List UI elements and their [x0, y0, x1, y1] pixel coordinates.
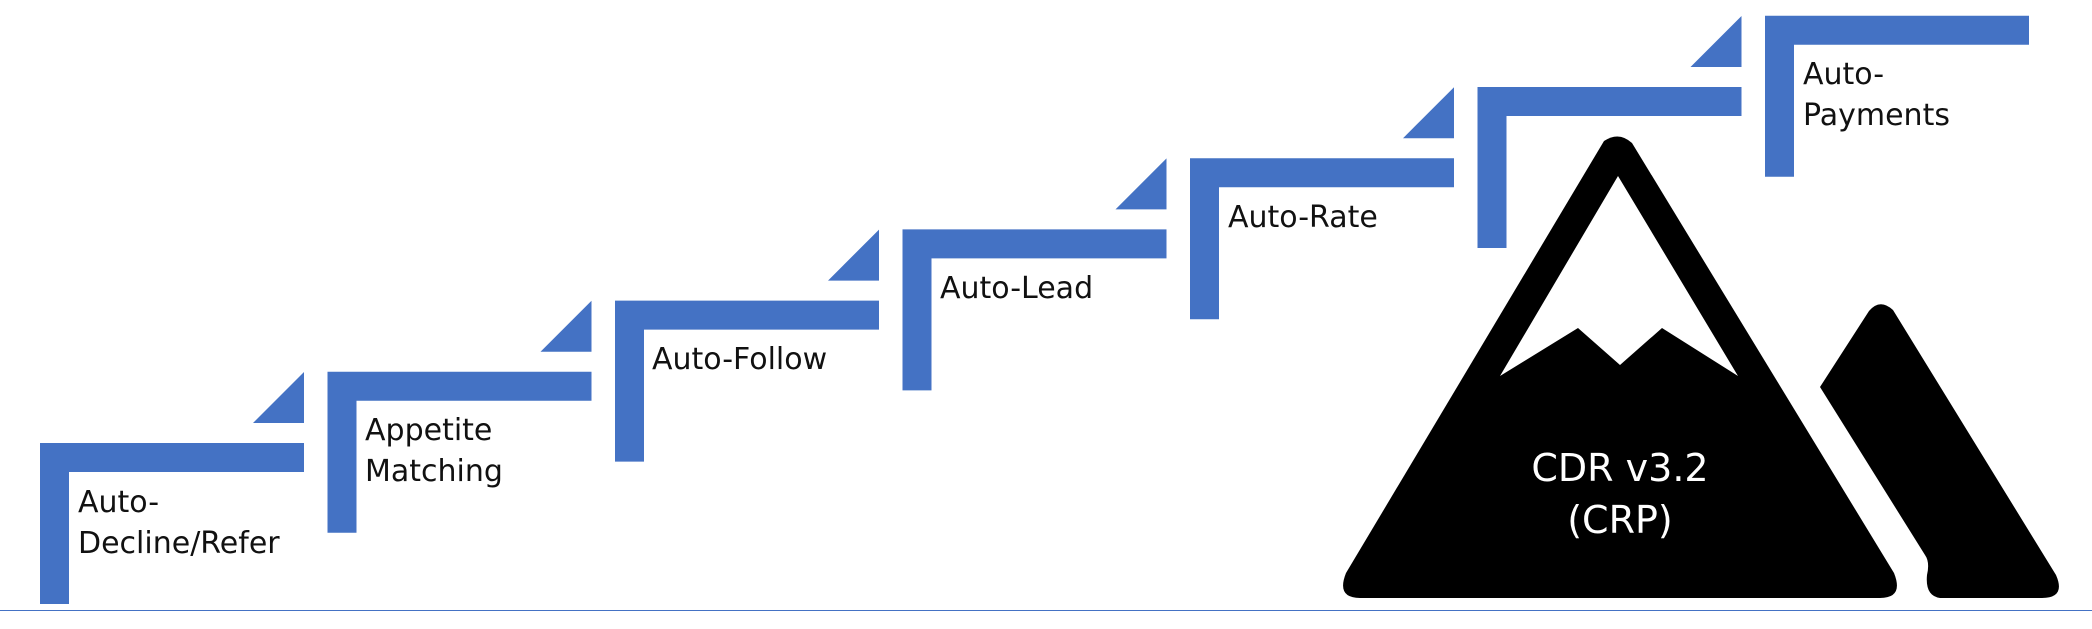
baseline-rule — [0, 610, 2092, 611]
side-mountain-icon — [1820, 304, 2059, 598]
step-bracket — [615, 300, 879, 462]
step-connector-triangle — [828, 229, 879, 281]
step-bracket — [1477, 87, 1742, 248]
step-label-auto-payments: Auto-Payments — [1803, 57, 1950, 133]
step-bracket — [902, 229, 1167, 391]
step-label-auto-rate: Auto-Rate — [1228, 200, 1378, 235]
step-connector-triangle — [1115, 158, 1167, 210]
step-bracket — [1765, 15, 2029, 177]
step-7 — [1765, 15, 2029, 177]
step-bracket — [327, 371, 592, 533]
snow-cap-icon — [1500, 176, 1738, 376]
step-2 — [327, 300, 592, 533]
step-connector-triangle — [1690, 16, 1742, 67]
step-bracket — [1190, 158, 1454, 320]
step-connector-triangle — [1403, 87, 1454, 139]
step-label-auto-decline-refer: Auto-Decline/Refer — [78, 485, 280, 561]
step-label-auto-lead: Auto-Lead — [940, 271, 1094, 306]
step-5 — [1190, 87, 1454, 320]
mountain-label: CDR v3.2(CRP) — [1531, 446, 1709, 542]
step-connector-triangle — [540, 300, 592, 352]
steps-layer — [40, 15, 2029, 604]
step-3 — [615, 229, 879, 462]
step-label-auto-follow: Auto-Follow — [652, 342, 828, 377]
main-mountain-icon — [1343, 136, 1897, 599]
step-1 — [40, 372, 304, 604]
step-4 — [902, 158, 1167, 391]
mountains — [1343, 136, 2059, 599]
step-6 — [1477, 16, 1742, 248]
step-bracket — [40, 443, 304, 604]
step-connector-triangle — [253, 372, 304, 423]
